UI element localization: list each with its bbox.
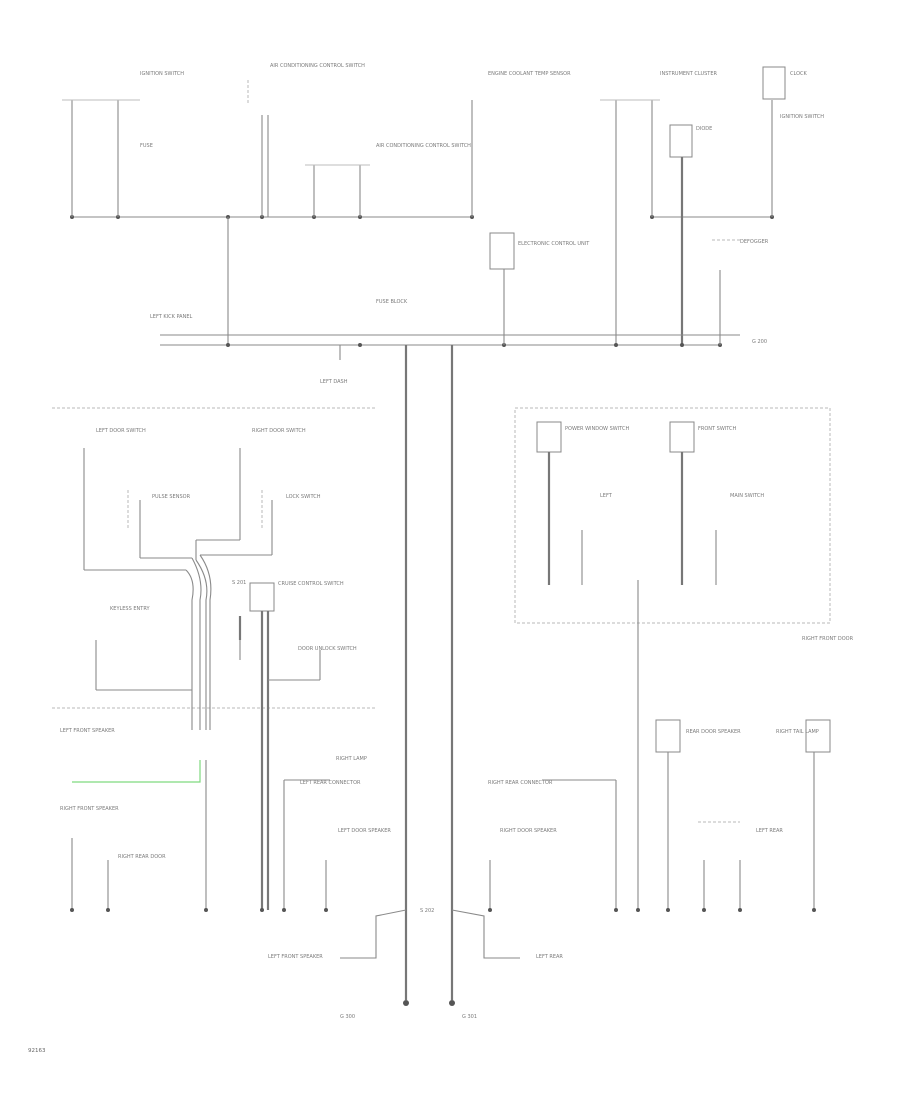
main-bus-labels: LEFT KICK PANEL FUSE BLOCK ELECTRONIC CO… xyxy=(150,239,769,385)
front-switch-box xyxy=(669,421,695,453)
bottom-labels: LEFT FRONT SPEAKER LEFT REAR G 300 G 301… xyxy=(28,954,563,1054)
ignition-switch-r-label: IGNITION SWITCH xyxy=(780,114,824,120)
cruise-switch-box xyxy=(249,582,275,612)
lock-switch-label: LOCK SWITCH xyxy=(286,494,321,500)
left-dash-label: LEFT DASH xyxy=(320,379,348,385)
splice-s201-label: S 201 xyxy=(232,580,246,586)
ground-g301-label: G 301 xyxy=(462,1014,477,1020)
right-box-labels: POWER WINDOW SWITCH FRONT SWITCH LEFT MA… xyxy=(565,426,854,642)
left-middle xyxy=(83,448,321,910)
top-right-labels: INSTRUMENT CLUSTER DIODE CLOCK IGNITION … xyxy=(660,71,824,132)
engine-sensor-label: ENGINE COOLANT TEMP SENSOR xyxy=(488,71,571,77)
ground-g200-label: G 200 xyxy=(752,339,767,345)
defogger-label: DEFOGGER xyxy=(740,239,769,245)
right-front-door-label: RIGHT FRONT DOOR xyxy=(802,636,854,642)
ignition-switch-label: IGNITION SWITCH xyxy=(140,71,184,77)
dash-fuse-label: FUSE xyxy=(140,143,153,149)
diode-box xyxy=(669,124,693,158)
top-right-feeders xyxy=(600,66,786,345)
clock-label: CLOCK xyxy=(790,71,808,77)
air-cond-top-label: AIR CONDITIONING CONTROL SWITCH xyxy=(270,63,365,69)
rear-door-speaker-label: REAR DOOR SPEAKER xyxy=(686,729,741,735)
left-rear-label: LEFT REAR xyxy=(756,828,783,834)
diode-label: DIODE xyxy=(696,126,712,132)
left-front-speaker-label: LEFT FRONT SPEAKER xyxy=(60,728,115,734)
fuse-block-label: FUSE BLOCK xyxy=(376,299,408,305)
splice-s202-label: S 202 xyxy=(420,908,434,914)
cruise-switch-label: CRUISE CONTROL SWITCH xyxy=(278,581,344,587)
ground-g300-label: G 300 xyxy=(340,1014,355,1020)
left-rear-connector-label: LEFT REAR CONNECTOR xyxy=(300,780,361,786)
top-left-labels: IGNITION SWITCH FUSE AIR CONDITIONING CO… xyxy=(140,63,571,149)
right-rear-door-label: RIGHT REAR DOOR xyxy=(118,854,166,860)
left-middle-labels: LEFT DOOR SWITCH RIGHT DOOR SWITCH PULSE… xyxy=(96,428,357,652)
main-switch-label: MAIN SWITCH xyxy=(730,493,764,499)
main-bus xyxy=(160,232,740,360)
right-door-switch-label: RIGHT DOOR SWITCH xyxy=(252,428,306,434)
ac-switch-label: AIR CONDITIONING CONTROL SWITCH xyxy=(376,143,471,149)
clock-box xyxy=(762,66,786,100)
left-front-bottom-label: LEFT FRONT SPEAKER xyxy=(268,954,323,960)
right-box-section xyxy=(536,421,717,910)
left-door-switch-label: LEFT DOOR SWITCH xyxy=(96,428,146,434)
left-door-speaker-label: LEFT DOOR SPEAKER xyxy=(338,828,391,834)
dividers xyxy=(52,407,831,709)
ecu-box xyxy=(489,232,515,270)
right-front-speaker-label: RIGHT FRONT SPEAKER xyxy=(60,806,119,812)
left-rear-bottom-label: LEFT REAR xyxy=(536,954,563,960)
rear-door-box xyxy=(655,719,681,753)
keyless-entry-label: KEYLESS ENTRY xyxy=(110,606,150,612)
right-door-speaker-label: RIGHT DOOR SPEAKER xyxy=(500,828,557,834)
tail-lamp-box xyxy=(805,719,831,753)
page-id: 92163 xyxy=(28,1048,46,1054)
pulse-sensor-label: PULSE SENSOR xyxy=(152,494,191,500)
center-trunk xyxy=(403,345,455,1006)
lower-right xyxy=(489,719,831,910)
left-ground-label: LEFT KICK PANEL xyxy=(150,314,193,320)
right-tail-lamp-label: RIGHT TAIL LAMP xyxy=(776,729,819,735)
power-window-box xyxy=(536,421,562,453)
power-window-label: POWER WINDOW SWITCH xyxy=(565,426,629,432)
top-bus xyxy=(70,215,774,219)
instrument-cluster-label: INSTRUMENT CLUSTER xyxy=(660,71,718,77)
top-left-feeders xyxy=(62,80,473,345)
right-lamp-label: RIGHT LAMP xyxy=(336,756,367,762)
left-switch-label: LEFT xyxy=(600,493,613,499)
lower-left-labels: LEFT FRONT SPEAKER RIGHT FRONT SPEAKER R… xyxy=(60,580,391,860)
bottom-grounds xyxy=(70,908,816,959)
right-rear-connector-label: RIGHT REAR CONNECTOR xyxy=(488,780,553,786)
door-unlock-label: DOOR UNLOCK SWITCH xyxy=(298,646,357,652)
ecu-label: ELECTRONIC CONTROL UNIT xyxy=(518,241,590,247)
lower-left xyxy=(71,760,330,910)
front-switch-label: FRONT SWITCH xyxy=(698,426,737,432)
lower-right-labels: RIGHT REAR CONNECTOR RIGHT DOOR SPEAKER … xyxy=(420,729,819,914)
